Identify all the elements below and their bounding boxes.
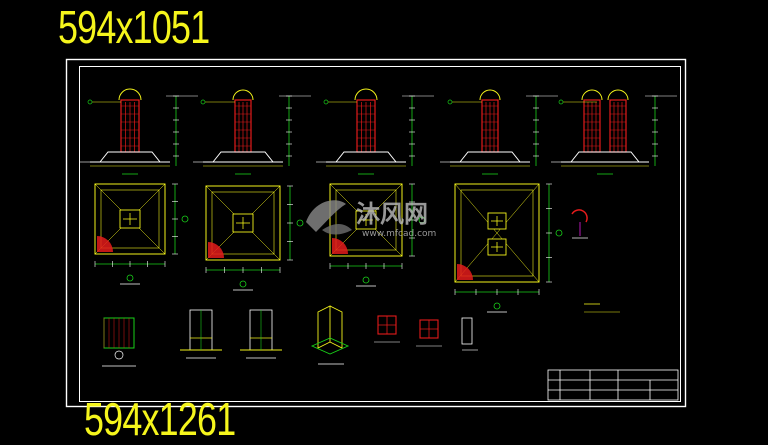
footing-diagonal bbox=[454, 183, 540, 283]
drawing-layer bbox=[80, 88, 677, 367]
rebar-quadrant bbox=[208, 242, 224, 258]
rebar-quadrant bbox=[97, 236, 113, 252]
sheet-size-label-bottom: 594x1261 bbox=[84, 393, 236, 445]
iso-bracket-base bbox=[310, 337, 350, 355]
axis-bubble bbox=[362, 276, 370, 284]
column-cap-arc bbox=[232, 89, 254, 101]
column-cap-arc bbox=[354, 88, 378, 101]
watermark: 沐风网 www.mfcad.com bbox=[306, 200, 436, 239]
column-cap-arc bbox=[581, 89, 603, 101]
axis-bubble bbox=[418, 216, 426, 224]
rebar-quadrant bbox=[457, 264, 473, 280]
column-cap-arc bbox=[118, 88, 142, 101]
axis-bubble bbox=[126, 274, 134, 282]
axis-bubble bbox=[296, 219, 304, 227]
column-cap-arc bbox=[479, 89, 501, 101]
leaf-logo-icon bbox=[306, 200, 352, 235]
axis-bubble bbox=[493, 302, 501, 310]
leader-bubble bbox=[87, 99, 93, 105]
plate-detail bbox=[461, 317, 473, 345]
footing-plan-inner bbox=[100, 189, 160, 249]
footing-plan-outline bbox=[329, 183, 403, 257]
footing-plan-inner bbox=[460, 189, 534, 277]
axis-bubble bbox=[181, 215, 189, 223]
footing-plan-inner bbox=[335, 189, 397, 251]
leader-bubble bbox=[558, 99, 564, 105]
watermark-url: www.mfcad.com bbox=[362, 229, 436, 239]
detail-hook bbox=[571, 209, 588, 223]
footing-plan-outline bbox=[94, 183, 166, 255]
column-cap-arc bbox=[607, 89, 629, 101]
axis-bubble bbox=[555, 229, 563, 237]
rebar-quadrant bbox=[332, 238, 348, 254]
sheet-size-label-top: 594x1051 bbox=[58, 1, 210, 53]
watermark-title: 沐风网 bbox=[356, 200, 428, 228]
footing-plan-outline bbox=[205, 185, 281, 261]
title-block bbox=[547, 369, 679, 401]
sheet-inner-frame bbox=[79, 66, 681, 402]
footing-plan-inner bbox=[211, 191, 275, 255]
leader-bubble bbox=[447, 99, 453, 105]
iso-bracket-face bbox=[329, 305, 343, 349]
sheet-outer-border bbox=[65, 58, 687, 408]
leader-bubble bbox=[200, 99, 206, 105]
footing-plan-outline bbox=[454, 183, 540, 283]
detail-number-bubble bbox=[114, 350, 124, 360]
leader-bubble bbox=[323, 99, 329, 105]
axis-bubble bbox=[239, 280, 247, 288]
